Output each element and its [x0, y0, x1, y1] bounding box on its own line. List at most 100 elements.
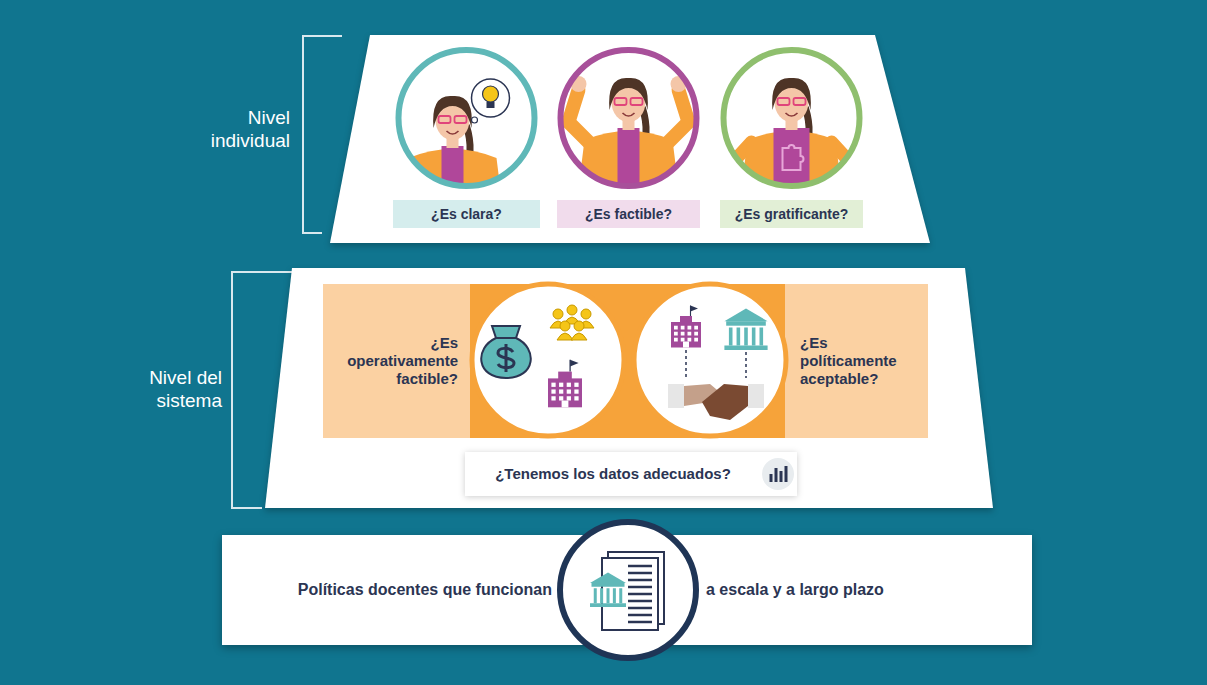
- building-top: [680, 316, 692, 324]
- window: [688, 332, 692, 336]
- window: [551, 383, 555, 387]
- level-trapezoid: Nivel del sistema¿Es operativamente fact…: [265, 268, 993, 508]
- window: [674, 326, 678, 330]
- bank-column: [619, 588, 622, 603]
- window: [574, 383, 578, 387]
- portrait-ring: [724, 50, 860, 186]
- level-heading: Nivel del sistema: [118, 358, 222, 422]
- node-text: ¿Es gratificante?: [720, 200, 863, 228]
- data-question-box: ¿Tenemos los datos adecuados?: [465, 452, 797, 496]
- data-box: [465, 452, 797, 496]
- node-text: a escala y a largo plazo: [706, 535, 1018, 645]
- bank-column: [600, 588, 603, 603]
- text-line: [628, 593, 652, 596]
- bank-column: [760, 328, 764, 346]
- people-icon: [550, 305, 594, 340]
- window: [688, 326, 692, 330]
- portrait-ring: [399, 50, 535, 186]
- bank-icon: [724, 309, 767, 350]
- window: [674, 332, 678, 336]
- question-strip-center: [470, 284, 785, 438]
- chart-bar: [775, 468, 778, 482]
- level-heading: Nivel individual: [186, 98, 290, 162]
- text-line: [628, 579, 652, 582]
- glasses: [631, 98, 643, 105]
- flag: [691, 306, 699, 312]
- level-trapezoid: [265, 268, 993, 508]
- level-trapezoid: Nivel individual¿Es clara?¿Es factible?¿…: [330, 35, 930, 243]
- text-line: [628, 572, 652, 575]
- bank-column: [594, 588, 597, 603]
- building-icon: [548, 360, 582, 408]
- window: [551, 396, 555, 400]
- lightbulb-base: [487, 102, 495, 108]
- bank-base: [724, 346, 767, 351]
- handshake-icon: [668, 384, 764, 420]
- shape-outline: [393, 48, 540, 228]
- window: [694, 338, 698, 342]
- text-line: [628, 607, 652, 610]
- arm: [569, 90, 591, 144]
- bank-roof: [724, 309, 767, 322]
- bank-icon: [590, 573, 626, 608]
- smile: [623, 113, 635, 116]
- window: [574, 389, 578, 393]
- bank-beam: [726, 321, 766, 326]
- chart-bar: [770, 474, 773, 482]
- hair: [433, 96, 472, 128]
- card-label-strip: [557, 200, 700, 228]
- smile: [786, 113, 798, 116]
- node-text: ¿Es políticamente aceptable?: [800, 284, 922, 438]
- icon-circle: [634, 284, 786, 436]
- bank-column: [744, 328, 748, 346]
- person-body: [557, 333, 573, 340]
- icon-circle: [472, 284, 624, 436]
- window: [681, 326, 685, 330]
- window: [559, 396, 563, 400]
- chart-bar: [780, 471, 783, 482]
- cuff: [668, 384, 684, 408]
- smile: [447, 131, 459, 134]
- bank-beam: [592, 583, 625, 587]
- shirt: [774, 128, 810, 208]
- chart-bar: [785, 466, 788, 482]
- shirt: [618, 128, 640, 208]
- policy-circle: [560, 522, 696, 658]
- text-line: [628, 565, 652, 568]
- building-icon: [671, 306, 701, 348]
- text-line: [628, 586, 652, 589]
- glasses: [615, 98, 627, 105]
- portrait: [401, 79, 510, 226]
- criterion-card: ¿Es clara?: [393, 48, 540, 228]
- person-body: [571, 333, 587, 340]
- portrait-ring: [561, 50, 697, 186]
- hand: [702, 384, 748, 420]
- building-body: [671, 322, 701, 348]
- window: [559, 389, 563, 393]
- window: [574, 396, 578, 400]
- window: [551, 389, 555, 393]
- glasses: [439, 116, 451, 123]
- result-band: Políticas docentes que funcionan a escala…: [222, 535, 1032, 645]
- window: [694, 326, 698, 330]
- money-bag-icon: [481, 326, 531, 378]
- thought-bubble: [472, 79, 510, 117]
- cuff: [748, 384, 764, 408]
- text-line: [628, 621, 652, 624]
- glasses: [794, 98, 806, 105]
- bank-column: [752, 328, 756, 346]
- person-head: [581, 309, 591, 319]
- card-label-strip: [720, 200, 863, 228]
- card-label-strip: [393, 200, 540, 228]
- flag: [570, 360, 579, 367]
- document-icon: [590, 552, 664, 630]
- person-head: [553, 309, 563, 319]
- node-text: Políticas docentes que funcionan: [240, 535, 552, 645]
- person-head: [567, 305, 577, 315]
- window: [567, 389, 571, 393]
- bank-column: [729, 328, 733, 346]
- shape-outline: [720, 48, 863, 228]
- node-text: ¿Es operativamente factible?: [326, 284, 458, 438]
- shape-outline: [557, 48, 700, 228]
